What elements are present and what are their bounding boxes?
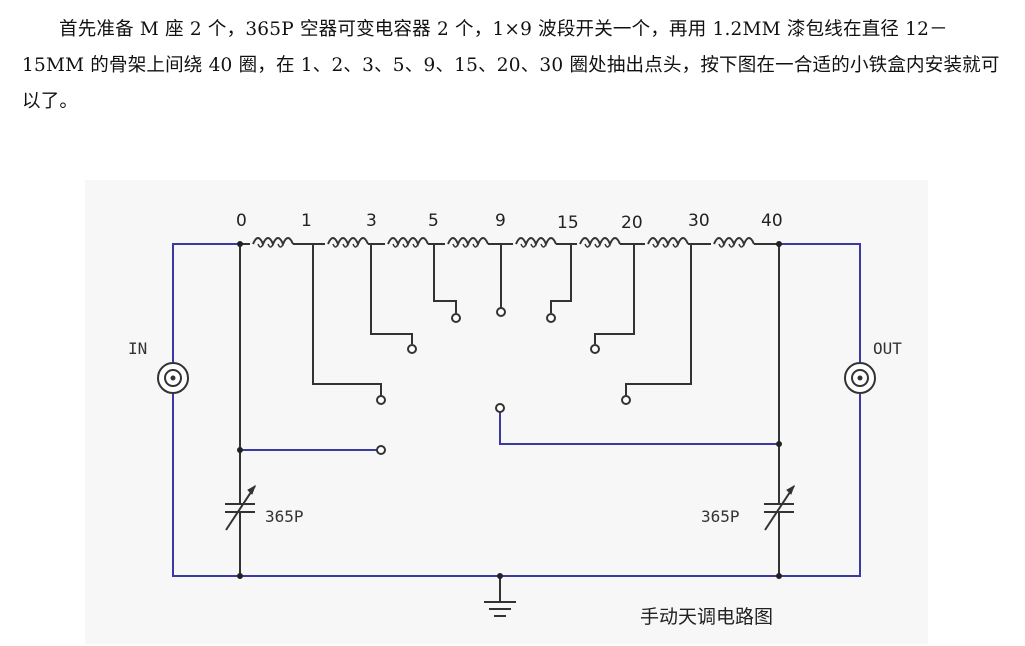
tap-label-9: 9 [495,211,506,231]
tap-label-20: 20 [621,213,643,233]
capacitor-left-label: 365P [265,507,304,526]
diagram-caption: 手动天调电路图 [640,606,773,628]
tap-label-15: 15 [557,213,579,233]
tap-label-40: 40 [761,211,783,231]
ground-icon [484,601,516,617]
out-label: OUT [873,339,902,358]
circuit-svg: 0 1 3 5 9 15 20 30 40 [128,211,902,628]
tap-label-30: 30 [688,211,710,231]
frame-wires [172,243,861,577]
inductor-coil [240,237,779,248]
band-switch-contacts [376,307,631,455]
tap-label-5: 5 [428,211,439,231]
capacitor-right-label: 365P [701,507,740,526]
variable-capacitor-left-icon [225,484,256,531]
circuit-diagram: 0 1 3 5 9 15 20 30 40 [85,180,928,644]
tap-label-1: 1 [301,211,312,231]
tap-label-0: 0 [236,211,247,231]
tap-wires [239,244,780,602]
in-label: IN [128,339,147,358]
out-connector-icon [844,362,876,394]
variable-capacitor-right-icon [764,484,795,531]
junction-dots [237,241,782,579]
in-connector-icon [157,362,189,394]
intro-paragraph: 首先准备 M 座 2 个，365P 空器可变电容器 2 个，1×9 波段开关一个… [22,19,1000,112]
tap-label-3: 3 [366,211,377,231]
